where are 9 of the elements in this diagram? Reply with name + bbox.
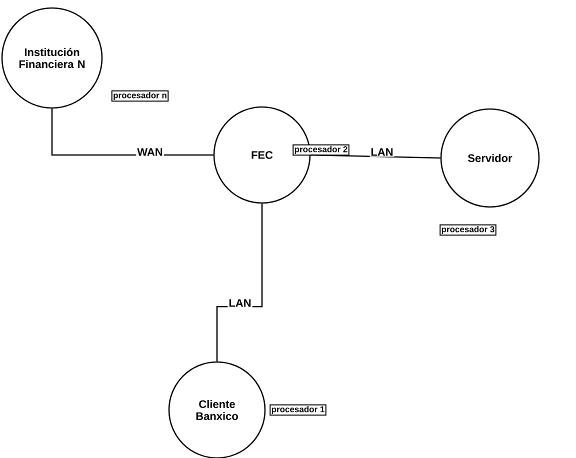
connector-line (310, 154, 440, 159)
edge-label: WAN (136, 147, 164, 157)
processor-tag: procesador n (111, 90, 169, 102)
connector-line (216, 204, 263, 362)
edge-label: LAN (370, 147, 394, 157)
processor-tag: procesador 2 (292, 144, 350, 156)
edge-label: LAN (228, 298, 252, 308)
processor-tag: procesador 1 (270, 404, 326, 416)
processor-tag: procesador 3 (440, 224, 496, 236)
